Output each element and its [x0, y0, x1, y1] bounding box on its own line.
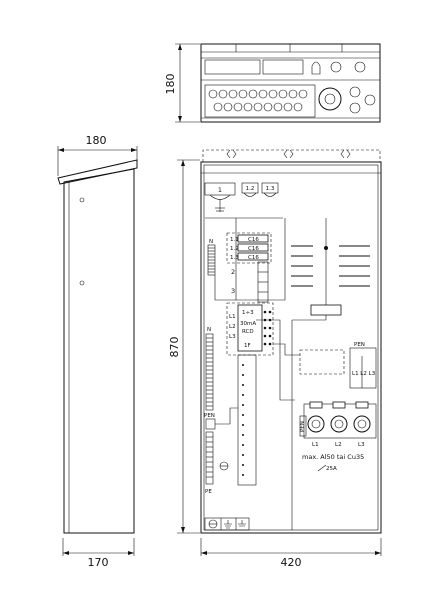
side-view: 180	[57, 134, 138, 534]
terminal-n-lower-label: N	[207, 327, 211, 333]
meter-l3-label: L3	[358, 442, 365, 448]
cable-spec-label: max. Al50 tai Cu35	[302, 453, 364, 461]
dim-bottom-depth-label: 170	[88, 556, 109, 569]
meter-l2-label: L2	[335, 442, 342, 448]
wiring-bar-dots	[242, 364, 244, 476]
row-3-label: 3	[231, 287, 235, 295]
rcd-side-l2-label: L2	[229, 324, 236, 330]
terminal-pe-label: PE	[205, 489, 212, 495]
breaker-main-2-label: 1.2	[246, 186, 255, 192]
terminal-strip-lower	[206, 337, 213, 407]
rcd-side-l3-label: L3	[229, 334, 236, 340]
rcd-range-label: 1÷3	[242, 310, 254, 316]
breaker-main-3-label: 1.3	[266, 186, 275, 192]
dim-top-depth-label: 180	[164, 74, 177, 95]
vent-slots	[291, 245, 370, 287]
cable-glands	[208, 89, 308, 112]
rcd-current-label: 30mA	[240, 321, 256, 327]
dimension-width: 420	[200, 538, 382, 569]
rcd-terminal-dots	[263, 310, 272, 346]
breaker-main-1-label: 1	[218, 186, 222, 194]
row-2-label: 2	[231, 268, 235, 276]
front-view: 1 1.2 1.3 N C16	[200, 149, 382, 534]
terminal-strip-pe	[206, 436, 213, 478]
dimension-top-depth: 180	[164, 43, 200, 123]
terminal-strip-upper	[208, 247, 215, 273]
terminal-pen-right-label: PEN	[354, 342, 365, 348]
breaker-c16-a-label: C16	[248, 237, 259, 243]
dimension-height: 870	[168, 159, 200, 534]
rcd-label: RCD	[242, 329, 254, 335]
terminal-pen-small-label: PEN	[300, 421, 306, 432]
breaker-pos-1c-label: 1.3	[230, 255, 239, 261]
top-view	[200, 43, 381, 123]
pe-symbol-icon	[238, 520, 246, 527]
breaker-c16-c-label: C16	[248, 255, 259, 261]
breaker-pos-1a-label: 1.1	[230, 237, 239, 243]
dim-width-label: 420	[281, 556, 302, 569]
breaker-pos-1b-label: 1.2	[230, 246, 239, 252]
terminal-l123-label: L1 L2 L3	[352, 371, 376, 377]
earth-symbol-icon	[224, 520, 232, 529]
fuse-holders	[307, 401, 371, 433]
dimension-bottom-depth: 170	[62, 538, 135, 569]
dim-side-depth-label: 180	[86, 134, 107, 147]
breaker-c16-b-label: C16	[248, 246, 259, 252]
meter-l1-label: L1	[312, 442, 319, 448]
terminal-pen-left-label: PEN	[204, 413, 215, 419]
fuse-rating-label: 25A	[326, 466, 337, 472]
rcd-side-l1-label: L1	[229, 314, 236, 320]
terminal-n-upper-label: N	[209, 239, 213, 245]
dim-height-label: 870	[168, 337, 181, 358]
rcd-number-label: 1F	[244, 343, 251, 349]
